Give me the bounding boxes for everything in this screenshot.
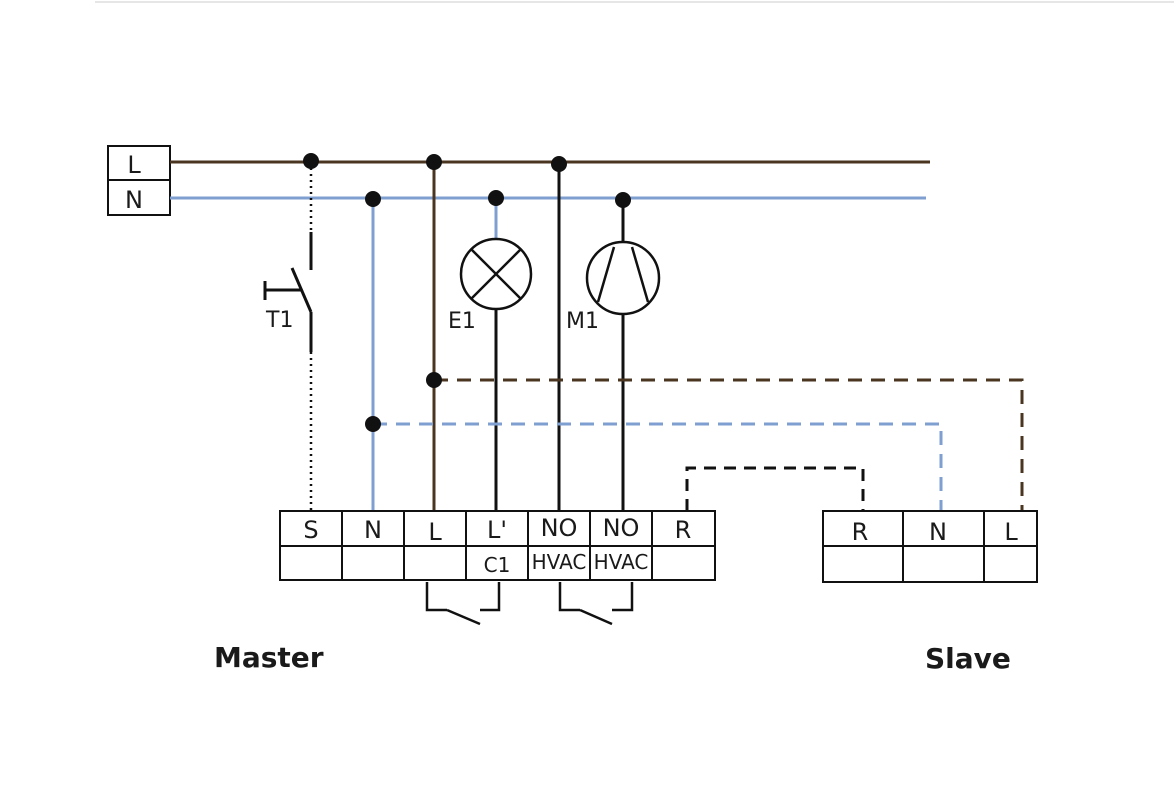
- c1-contact-blade: [446, 608, 481, 626]
- junction-dot: [426, 372, 442, 388]
- e1-lamp: E1: [448, 198, 533, 511]
- t1-label: T1: [265, 308, 293, 333]
- hvac-contact-right: [612, 582, 634, 612]
- motor-stroke-left: [596, 246, 616, 303]
- master-terminal-r: R: [675, 516, 692, 544]
- master-terminal-l: L: [428, 518, 442, 546]
- slave-terminal-n: N: [929, 518, 947, 546]
- master-sub-hvac1: HVAC: [532, 550, 587, 574]
- t1-switch: T1: [263, 162, 313, 511]
- master-sub-c1: C1: [484, 553, 511, 577]
- master-title: Master: [214, 641, 324, 674]
- supply-l-label: L: [127, 151, 141, 179]
- master-terminal-l-prime: L': [487, 516, 507, 544]
- slave-terminal-r: R: [852, 518, 869, 546]
- master-terminal-s: S: [303, 516, 318, 544]
- supply-n-label: N: [125, 186, 143, 214]
- hvac-contact-blade: [579, 608, 613, 626]
- hvac-relay-contact: [558, 582, 634, 626]
- c1-relay-contact: [425, 582, 501, 626]
- c1-contact-left: [425, 582, 447, 612]
- junction-dot: [551, 156, 567, 172]
- junction-dot: [365, 191, 381, 207]
- junction-dot: [365, 416, 381, 432]
- master-terminal-block: S N L L' NO NO R C1 HVAC HVAC: [279, 510, 716, 581]
- junction-dots: [303, 153, 631, 432]
- slave-title: Slave: [925, 642, 1011, 675]
- lamp-cross-b: [470, 248, 522, 300]
- m1-motor: [585, 200, 661, 511]
- c1-contact-right: [480, 582, 501, 612]
- motor-stroke-right: [630, 246, 650, 303]
- supply-terminals: L N: [107, 145, 171, 216]
- master-terminal-no1: NO: [541, 514, 578, 542]
- junction-dot: [488, 190, 504, 206]
- junction-dot: [615, 192, 631, 208]
- hvac-contact-left: [558, 582, 580, 612]
- master-sub-hvac2: HVAC: [594, 550, 649, 574]
- master-terminal-n: N: [364, 516, 382, 544]
- slave-terminal-block: R N L: [822, 510, 1038, 583]
- r-link-dashed: [685, 466, 865, 511]
- motor-icon: [585, 240, 661, 316]
- e1-label: E1: [448, 309, 476, 334]
- t1-switch-blade: [290, 267, 313, 313]
- slave-terminal-l: L: [1004, 518, 1018, 546]
- junction-dot: [426, 154, 442, 170]
- junction-dot: [303, 153, 319, 169]
- slave-live-dashed: [434, 378, 1024, 511]
- m1-label: M1: [566, 309, 599, 334]
- master-terminal-no2: NO: [603, 514, 640, 542]
- slave-neutral-dashed: [373, 422, 943, 511]
